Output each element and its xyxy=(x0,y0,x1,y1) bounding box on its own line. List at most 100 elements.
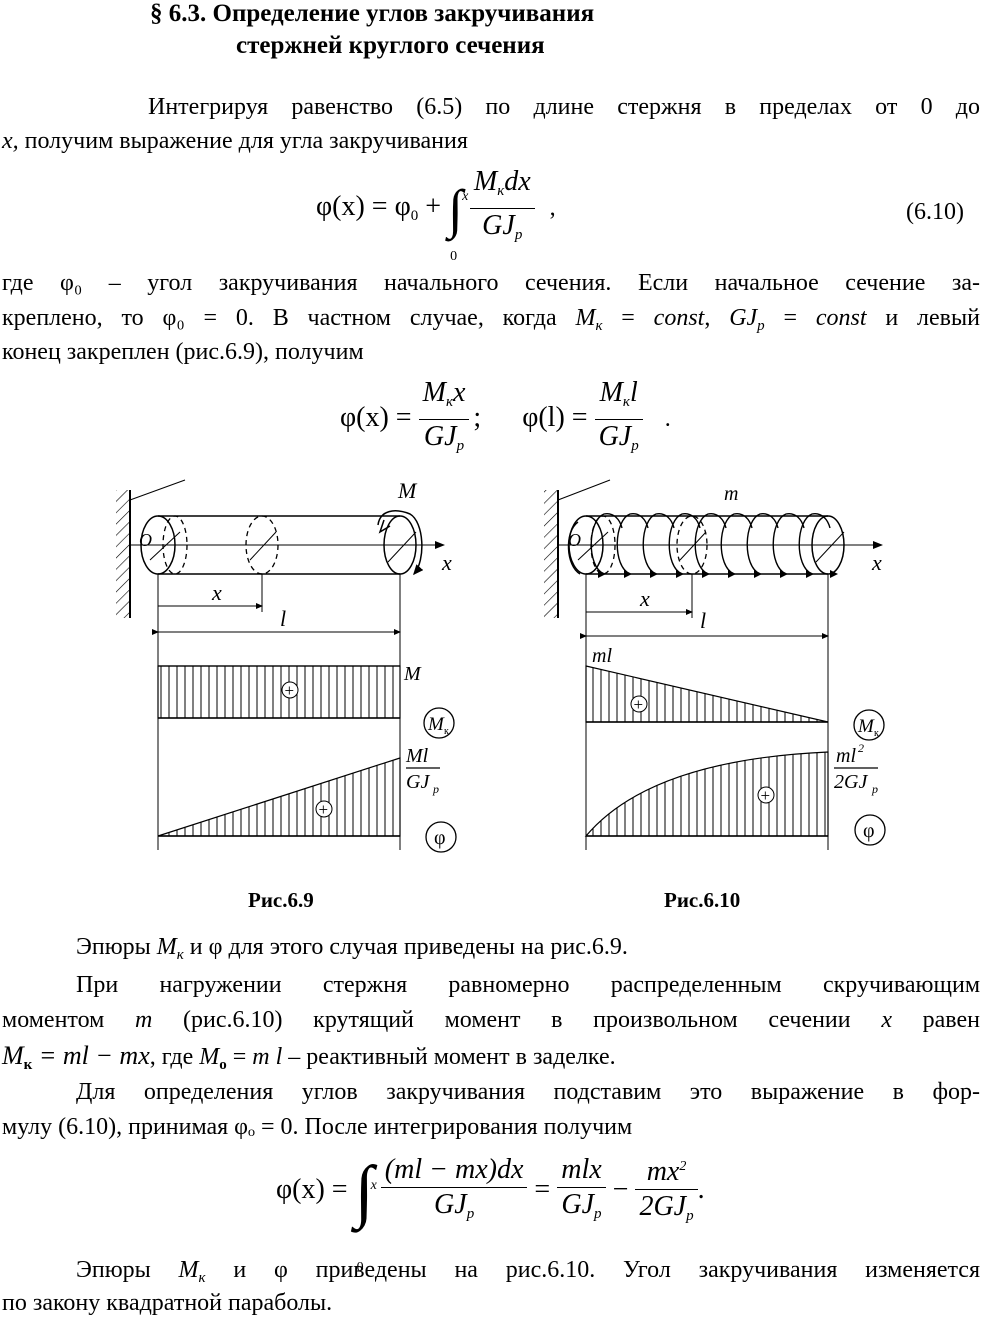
text: , где xyxy=(149,1044,200,1070)
distributed-moment xyxy=(567,513,831,575)
var-M: M xyxy=(178,1257,199,1283)
num: mlx xyxy=(557,1153,606,1188)
num-sup: 2 xyxy=(679,1159,687,1174)
eq-plus: + xyxy=(418,190,449,222)
den: GJ xyxy=(482,210,515,241)
label-M-diag: M xyxy=(403,663,422,685)
eq-lhs-sub: 0 xyxy=(410,207,419,224)
ml2-den: 2GJ xyxy=(834,771,868,793)
label-x-axis: x xyxy=(441,550,452,575)
text: креплено, то φ₀ = 0. В частном случае, к… xyxy=(2,305,576,331)
ml-den: GJ xyxy=(406,771,430,793)
integral-upper: x xyxy=(370,1177,377,1193)
wall-hatch xyxy=(116,490,130,618)
phi-circle xyxy=(425,821,457,853)
text: Эпюры xyxy=(76,1257,179,1283)
phi-diagram xyxy=(584,751,829,837)
phi-circle-label: φ xyxy=(863,820,875,842)
mk-diagram xyxy=(157,665,401,719)
label-l-dim: l xyxy=(700,608,706,633)
var-x: x, xyxy=(2,128,19,154)
label-O: O xyxy=(139,530,152,550)
label-x-dim: x xyxy=(211,580,222,605)
text: и левый xyxy=(866,305,980,331)
eq-sign: = xyxy=(534,1173,551,1205)
num-sub: к xyxy=(445,394,453,410)
text: = xyxy=(764,305,816,331)
caption-6-9: Рис.6.9 xyxy=(248,888,314,912)
num-tail: dx xyxy=(504,166,531,197)
den-sub: p xyxy=(456,438,465,454)
eq-lhs: φ(x) = φ xyxy=(316,190,411,222)
var-M: M xyxy=(199,1044,220,1070)
phi-diagram xyxy=(157,757,401,837)
num: M xyxy=(473,166,498,197)
const: const xyxy=(815,305,867,331)
num: mx xyxy=(646,1156,680,1187)
label-x-axis: x xyxy=(871,550,882,575)
section-title-line2: стержней круглого сечения xyxy=(236,32,545,59)
phi-circle xyxy=(854,814,886,846)
text: – реактивный момент в заделке. xyxy=(282,1044,616,1070)
num: M xyxy=(422,377,446,408)
den: GJ xyxy=(598,421,632,452)
var-M: M xyxy=(575,305,596,331)
label-ml: ml xyxy=(592,645,612,667)
paragraph-2-line-1: где φ₀ – угол закручивания начального се… xyxy=(2,270,980,296)
paragraph-4-line-3: Mк = ml − mx, где Mо = m l – реактивный … xyxy=(2,1041,616,1074)
integral-upper: x xyxy=(462,188,469,204)
plus-sign-1: + xyxy=(634,695,644,714)
paragraph-6-line-1: Эпюры Mк и φ приведены на рис.6.10. Угол… xyxy=(76,1257,980,1287)
const: const xyxy=(653,305,705,331)
wall-hatch xyxy=(544,490,558,618)
ml2-sup: 2 xyxy=(858,741,864,755)
den-sub: p xyxy=(686,1208,694,1224)
paragraph-6-line-2: по закону квадратной параболы. xyxy=(2,1290,333,1316)
figure-6-10: m O x x l + ml M к + ml 2 2GJ p φ xyxy=(544,479,886,850)
paragraph-5-line-1: Для определения углов закручивания подст… xyxy=(76,1079,980,1105)
expr: m l xyxy=(252,1044,283,1070)
text: = xyxy=(226,1044,253,1070)
var-M: M xyxy=(156,934,177,960)
text: и φ для этого случая приведены на рис.6.… xyxy=(183,934,628,960)
eq-lhs: φ(x) = xyxy=(276,1173,348,1205)
den-sub: p xyxy=(514,227,523,243)
minus-sign: − xyxy=(612,1173,629,1205)
mk-circle-label: M xyxy=(857,716,875,737)
text: равен xyxy=(891,1007,980,1033)
phi-circle-label: φ xyxy=(434,827,446,849)
sub-k: к xyxy=(198,1270,206,1286)
num: (ml − mx)dx xyxy=(380,1153,528,1188)
moment-arrow xyxy=(377,510,424,576)
paragraph-4-line-2: моментом m (рис.6.10) крутящий момент в … xyxy=(2,1007,980,1034)
label-m-top: m xyxy=(724,483,738,505)
sub-k: к xyxy=(176,947,184,963)
mk-circle-sub: к xyxy=(874,728,879,739)
text: получим выражение для угла закручивания xyxy=(18,128,468,154)
ml2-num: ml xyxy=(836,745,856,767)
integral-lower: 0 xyxy=(356,1259,364,1275)
mk-circle xyxy=(423,707,455,739)
equation-number: (6.10) xyxy=(906,199,964,225)
plus-sign-2: + xyxy=(761,786,771,805)
label-M-top: M xyxy=(397,478,418,503)
figure-6-9: M O x x l + M M к + Ml GJ p φ xyxy=(116,478,457,853)
mk-circle-sub: к xyxy=(444,726,449,737)
sub-k: к xyxy=(23,1057,33,1073)
paragraph-5-line-2: мулу (6.10), принимая φₒ = 0. После инте… xyxy=(2,1114,633,1140)
var-M: M xyxy=(2,1041,24,1070)
eq-comma: , xyxy=(549,194,556,221)
ml-num: Ml xyxy=(405,745,429,767)
label-l-dim: l xyxy=(280,606,286,631)
den-sub: p xyxy=(631,438,639,454)
text: = xyxy=(602,305,654,331)
figures: M O x x l + M M к + Ml GJ p φ Рис.6.9 xyxy=(116,478,886,912)
mk-circle-label: M xyxy=(427,714,445,735)
num-tail: x xyxy=(452,377,466,408)
paragraph-2-line-3: конец закреплен (рис.6.9), получим xyxy=(2,339,364,365)
